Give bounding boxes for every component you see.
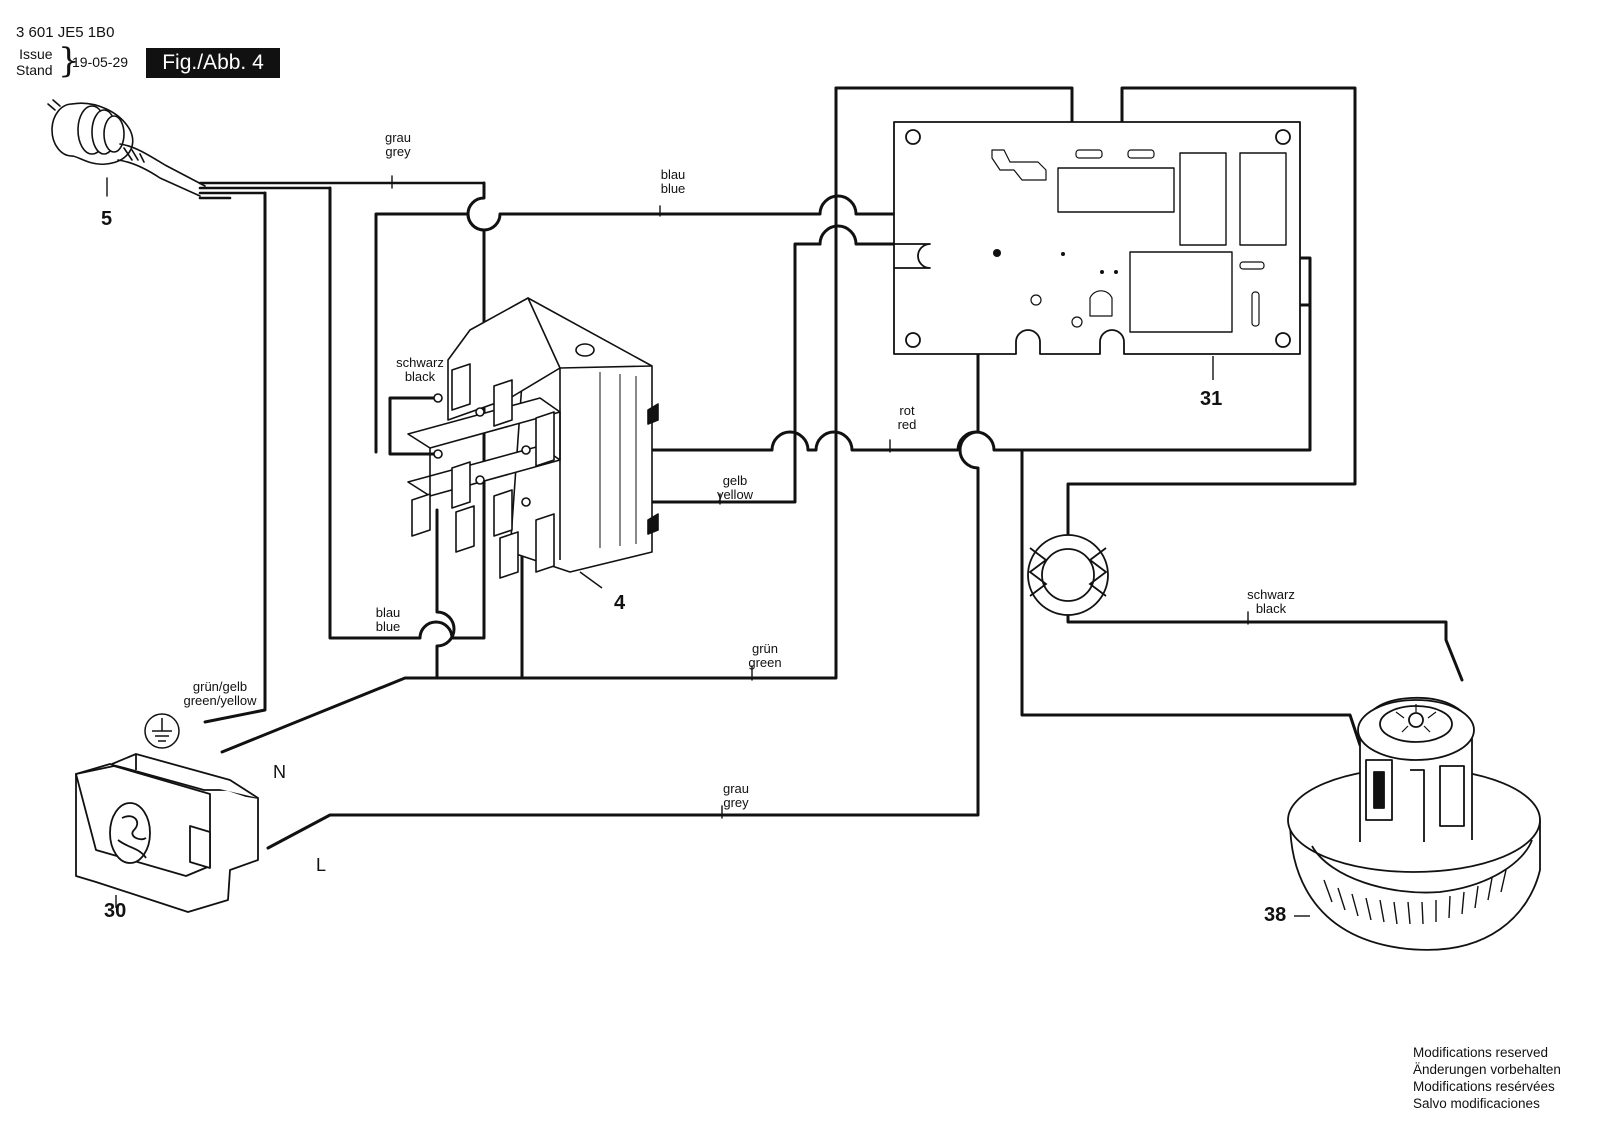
label-blue-bottom-de: blau: [375, 605, 401, 620]
terminal-neutral: N: [273, 762, 286, 782]
note-line: Änderungen vorbehalten: [1413, 1062, 1561, 1077]
label-blue-top: blau blue: [661, 168, 686, 196]
wire-pcb-loop-upper: [818, 224, 977, 246]
label-grey-top: grau grey: [385, 131, 411, 159]
callout-pcb: 31: [1200, 388, 1223, 410]
plug-cord-wires: [198, 181, 486, 200]
label-green-yellow-en: green/yellow: [183, 693, 257, 708]
callout-motor: 38: [1264, 904, 1287, 926]
rocker-switch-drawing: [407, 297, 659, 579]
modifications-note: Modifications reserved Änderungen vorbeh…: [1413, 1044, 1561, 1112]
label-black-switch: schwarz black: [396, 356, 444, 384]
label-grey-bottom: grau grey: [723, 782, 749, 810]
thermal-protector-drawing: [1027, 534, 1109, 616]
label-grey-top-en: grey: [385, 144, 411, 159]
wire-green-yellow: [203, 191, 267, 724]
label-yellow-en: yellow: [716, 487, 754, 502]
label-grey-bottom-en: grey: [723, 795, 749, 810]
issue-date: 19-05-29: [72, 54, 129, 70]
figure-badge: Fig./Abb. 4: [146, 48, 280, 78]
label-black-motor: schwarz black: [1247, 588, 1295, 616]
label-blue-bottom: blau blue: [376, 606, 401, 634]
label-red: rot red: [898, 404, 917, 432]
label-black-motor-en: black: [1255, 601, 1287, 616]
circuit-board-drawing: [893, 121, 1301, 355]
document-code: 3 601 JE5 1B0: [16, 24, 115, 41]
label-red-de: rot: [899, 403, 915, 418]
label-blue-top-de: blau: [660, 167, 686, 182]
terminal-live: L: [316, 855, 327, 875]
callout-plug-cord: 5: [101, 208, 113, 230]
label-blue-bottom-en: blue: [375, 619, 401, 634]
socket-drawing: [75, 753, 259, 913]
note-line: Modifications reserved: [1413, 1045, 1549, 1060]
label-blue-top-en: blue: [660, 181, 686, 196]
wire-grey-bottom: [266, 290, 1002, 850]
callout-switch: 4: [614, 592, 626, 614]
wire-red: [524, 256, 1312, 452]
label-yellow: gelb yellow: [717, 474, 753, 502]
note-line: Salvo modificaciones: [1413, 1096, 1540, 1111]
label-green-de: grün: [751, 641, 779, 656]
label-green: grün green: [748, 642, 781, 670]
callout-socket: 30: [104, 900, 127, 922]
label-grey-bottom-de: grau: [722, 781, 750, 796]
wire-black-switch: [388, 396, 442, 456]
label-black-motor-de: schwarz: [1247, 587, 1295, 602]
label-black-switch-de: schwarz: [396, 355, 444, 370]
label-green-yellow-de: grün/gelb: [192, 679, 248, 694]
issue-stand-label: Issue Stand: [16, 46, 53, 78]
wire-grey-top: [328, 181, 486, 640]
label-black-switch-en: black: [404, 369, 436, 384]
label-red-en: red: [897, 417, 917, 432]
stand-label: Stand: [16, 62, 53, 78]
label-green-yellow: grün/gelb green/yellow: [184, 680, 257, 708]
brace-glyph: }: [58, 41, 80, 81]
wire-green: [220, 86, 838, 754]
label-grey-top-de: grau: [384, 130, 412, 145]
label-yellow-de: gelb: [722, 473, 748, 488]
power-plug-drawing: [47, 99, 206, 197]
wire-motor-loop: [1020, 448, 1362, 747]
note-line: Modifications resérvées: [1413, 1079, 1555, 1094]
motor-drawing: [1287, 696, 1541, 951]
label-green-en: green: [748, 655, 782, 670]
wire-yellow: [524, 242, 822, 504]
earth-icon: [144, 713, 180, 749]
issue-label: Issue: [19, 46, 53, 62]
